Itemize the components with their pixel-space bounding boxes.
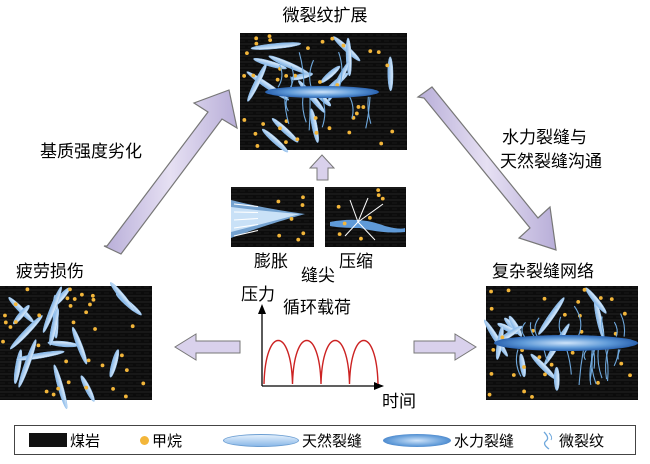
label-hydraulic-natural-connection-1: 水力裂缝与 <box>502 128 587 148</box>
cyclic-load-plot <box>258 304 384 390</box>
hydraulic-fracture-icon <box>383 433 451 447</box>
expansion-panel-contents <box>231 195 306 242</box>
legend-item-natural-fracture: 天然裂缝 <box>223 428 362 452</box>
legend: 煤岩 甲烷 天然裂缝 水力裂缝 微裂纹 <box>14 425 636 455</box>
legend-item-coal: 煤岩 <box>29 428 100 452</box>
legend-item-methane: 甲烷 <box>140 428 182 452</box>
legend-item-micro-crack: 微裂纹 <box>540 428 604 452</box>
arrow-center-right <box>413 333 477 361</box>
label-time-axis: 时间 <box>382 392 416 412</box>
panel-right-contents <box>483 287 638 399</box>
natural-fracture-icon <box>223 433 299 447</box>
arrow-center-up <box>308 154 336 181</box>
panel-left-contents <box>1 282 146 409</box>
title-fatigue-damage: 疲劳损伤 <box>16 262 84 282</box>
label-compression: 压缩 <box>339 252 373 272</box>
label-matrix-strength-degradation: 基质强度劣化 <box>40 142 142 162</box>
arrow-fatigue-to-micro-crack <box>103 89 238 255</box>
legend-item-hydraulic-fracture: 水力裂缝 <box>383 428 514 452</box>
label-expansion: 膨胀 <box>254 252 288 272</box>
coal-swatch-icon <box>29 433 67 447</box>
label-crack-tip: 缝尖 <box>301 266 335 286</box>
methane-dot-icon <box>140 435 149 445</box>
title-micro-crack-propagation: 微裂纹扩展 <box>282 6 368 26</box>
compression-panel-contents <box>330 188 405 241</box>
arrow-center-left <box>174 333 241 361</box>
arrow-micro-crack-to-network <box>416 86 557 251</box>
label-cyclic-load: 循环载荷 <box>283 298 351 318</box>
panel-top-contents <box>242 34 395 153</box>
title-complex-fracture-network: 复杂裂缝网络 <box>492 262 594 282</box>
label-pressure-axis: 压力 <box>241 285 275 305</box>
micro-crack-icon <box>543 431 553 450</box>
label-hydraulic-natural-connection-2: 天然裂缝沟通 <box>500 152 602 172</box>
